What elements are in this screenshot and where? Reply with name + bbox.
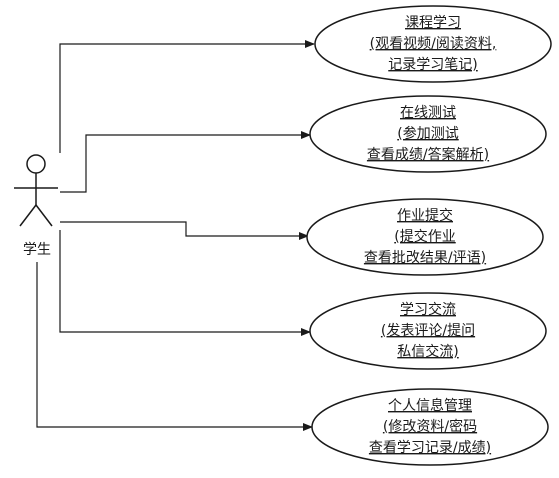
actor-student: 学生 xyxy=(14,154,58,258)
actor-right-leg xyxy=(35,204,53,227)
use-case-detail-line-1: (提交作业 xyxy=(394,228,455,245)
use-case-detail-line-1: (发表评论/提问 xyxy=(381,323,475,339)
connectors xyxy=(36,40,315,431)
use-case-course-study[interactable]: 课程学习 (观看视频/阅读资料, 记录学习笔记) xyxy=(314,5,552,83)
connector-online-test xyxy=(60,131,311,193)
use-case-detail-line-2: 私信交流) xyxy=(397,343,458,360)
use-case-title: 在线测试 xyxy=(400,105,456,121)
use-case-ellipse xyxy=(309,95,547,173)
connector-personal-info xyxy=(36,262,313,431)
use-case-detail-line-1: (观看视频/阅读资料, xyxy=(370,35,497,52)
use-case-homework-submit[interactable]: 作业提交 (提交作业 查看批改结果/评语) xyxy=(306,198,544,276)
connector-homework-submit xyxy=(60,221,309,240)
use-case-detail-line-2: 查看批改结果/评语) xyxy=(364,250,486,266)
use-case-detail-line-2: 查看成绩/答案解析) xyxy=(367,146,489,163)
use-case-personal-info[interactable]: 个人信息管理 (修改资料/密码 查看学习记录/成绩) xyxy=(311,388,549,466)
use-case-title: 个人信息管理 xyxy=(388,397,472,414)
use-case-ellipse xyxy=(311,388,549,466)
actor-left-leg xyxy=(19,204,37,227)
use-case-detail-line-2: 查看学习记录/成绩) xyxy=(369,440,491,456)
actor-label: 学生 xyxy=(23,242,51,258)
use-case-detail-line-1: (修改资料/密码 xyxy=(383,418,477,435)
use-case-detail-line-1: (参加测试 xyxy=(397,125,458,142)
use-case-study-exchange[interactable]: 学习交流 (发表评论/提问 私信交流) xyxy=(309,292,547,370)
use-case-ellipse xyxy=(309,292,547,370)
use-case-ellipse xyxy=(314,5,552,83)
use-case-ellipse xyxy=(306,198,544,276)
use-case-title: 学习交流 xyxy=(400,301,456,318)
actor-head xyxy=(26,154,46,174)
connector-study-exchange xyxy=(59,230,311,336)
use-case-title: 课程学习 xyxy=(405,15,461,31)
use-case-title: 作业提交 xyxy=(397,207,453,224)
connector-course-study xyxy=(59,40,315,153)
use-case-detail-line-2: 记录学习笔记) xyxy=(388,57,477,73)
use-case-online-test[interactable]: 在线测试 (参加测试 查看成绩/答案解析) xyxy=(309,95,547,173)
